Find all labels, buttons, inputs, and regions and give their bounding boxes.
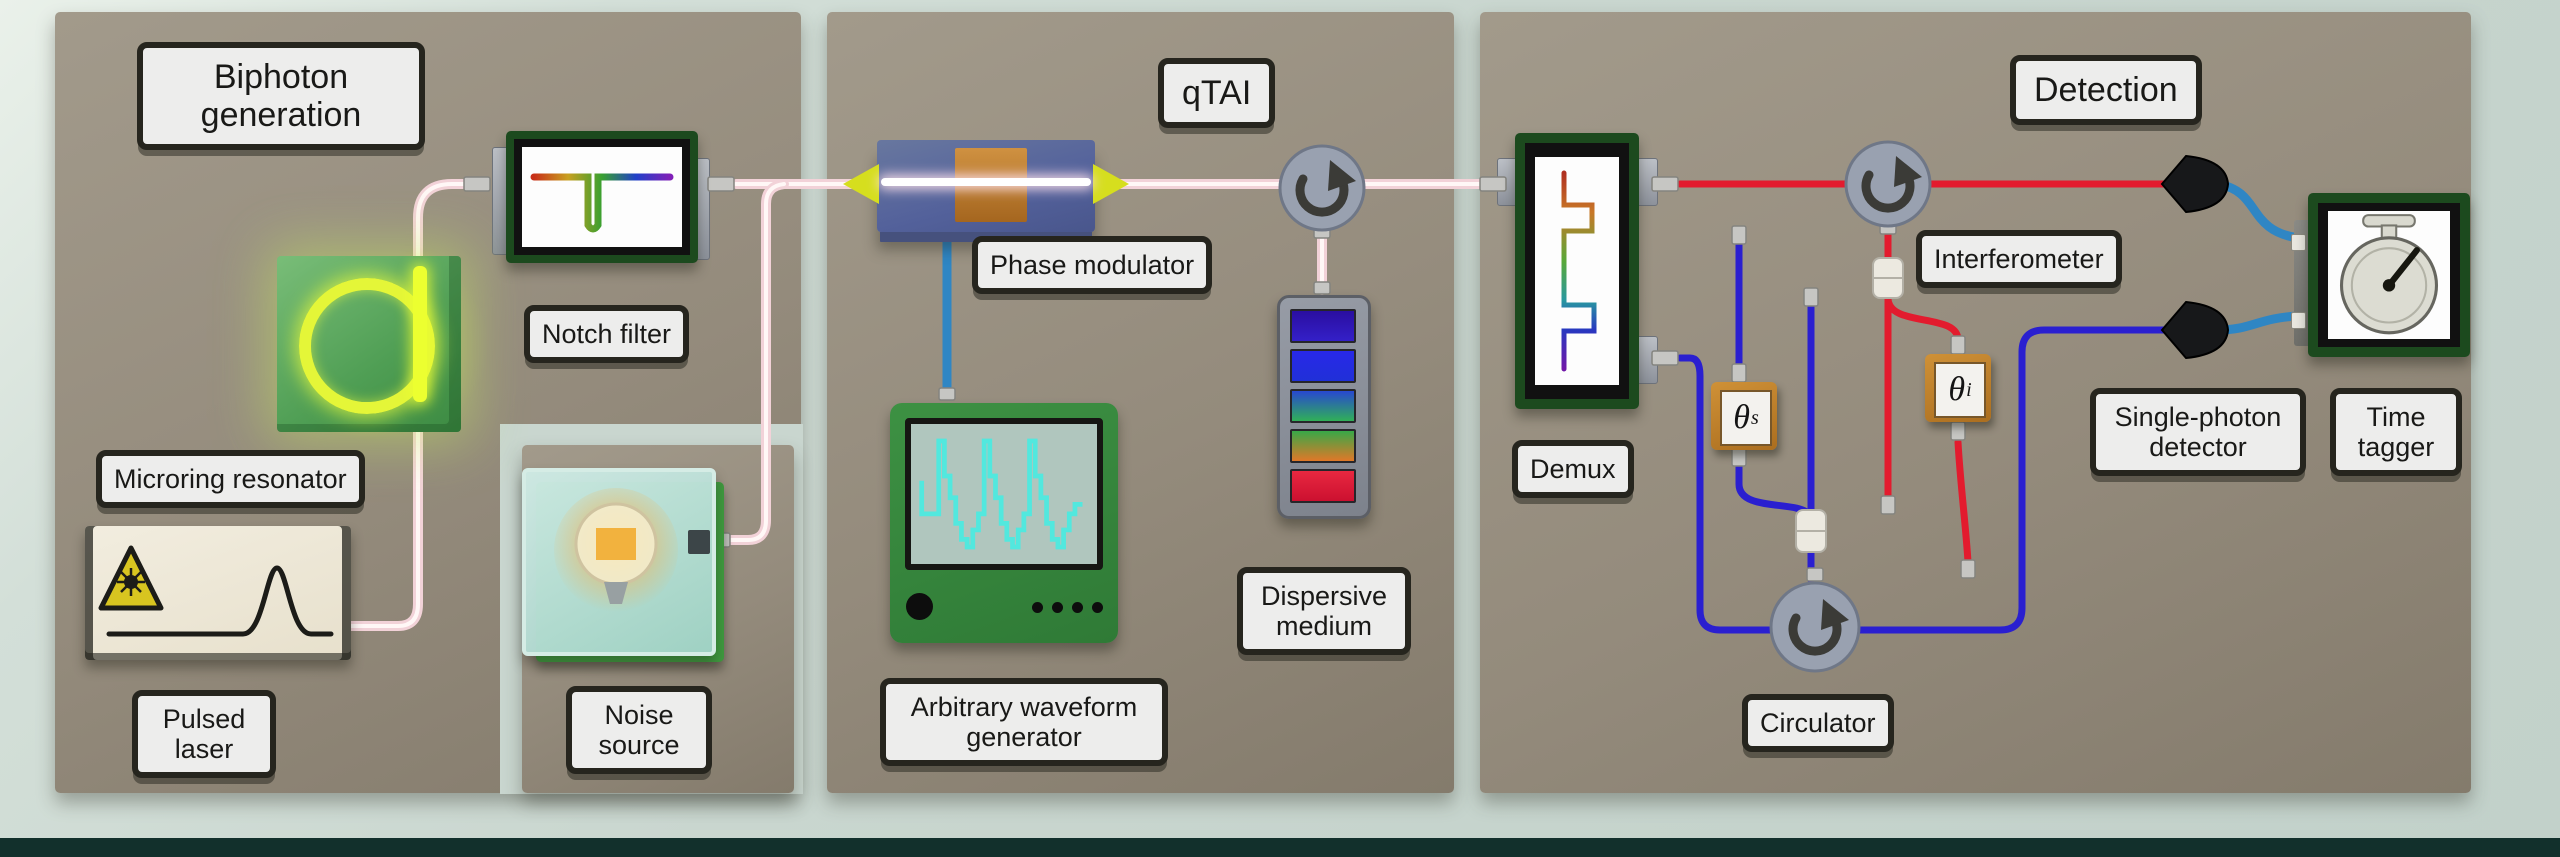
demux-spectrum-icon [1561, 170, 1597, 372]
label-microring-resonator: Microring resonator [96, 450, 365, 509]
circulator-interferometer [1844, 140, 1932, 228]
light-bulb-icon [554, 488, 678, 612]
theta-s-subscript: s [1750, 406, 1759, 429]
circulator-qtai [1278, 144, 1366, 232]
section-title-qtai: qTAI [1158, 58, 1276, 129]
circulator-detection [1769, 581, 1861, 673]
section-title-biphoton: Biphoton generation [137, 42, 425, 151]
time-tagger-port-bottom [2291, 312, 2306, 329]
demux-screen [1535, 157, 1619, 385]
label-demux: Demux [1512, 440, 1634, 499]
dispersive-segments [1290, 309, 1356, 503]
awg-screen [905, 418, 1103, 570]
label-phase-modulator: Phase modulator [972, 236, 1213, 295]
label-noise-source: Noise source [566, 686, 712, 775]
label-pulsed-laser: Pulsed laser [132, 690, 276, 779]
dispersive-segment-blue [1290, 349, 1356, 383]
pulse-trace-icon [106, 565, 334, 637]
awg-knob [906, 593, 933, 620]
noise-source-port [688, 530, 710, 554]
demux [1515, 133, 1639, 409]
fiber-splices [1795, 257, 1904, 553]
phase-modulator-waveguide [881, 178, 1091, 186]
dispersive-segment-blue-green [1290, 389, 1356, 423]
label-single-photon-detector: Single-photon detector [2090, 388, 2306, 477]
single-photon-detector-top [2160, 154, 2230, 214]
label-circulator: Circulator [1742, 694, 1894, 753]
noise-source [522, 468, 716, 656]
dispersive-segment-indigo [1290, 309, 1356, 343]
label-interferometer: Interferometer [1916, 230, 2122, 289]
noise-source-fiber [725, 179, 789, 545]
dispersive-medium [1277, 295, 1371, 519]
bus-waveguide-icon [413, 266, 427, 402]
section-title-detection: Detection [2010, 55, 2202, 126]
stopwatch-icon [2339, 214, 2439, 335]
theta-s-symbol: θ [1733, 399, 1750, 436]
theta-i-subscript: i [1966, 378, 1972, 401]
pulsed-laser [85, 526, 351, 660]
notch-filter [506, 131, 698, 263]
label-awg: Arbitrary waveform generator [880, 678, 1168, 767]
time-tagger-face [2328, 211, 2450, 339]
label-dispersive-medium: Dispersive medium [1237, 567, 1411, 656]
label-notch-filter: Notch filter [524, 305, 690, 364]
dispersive-segment-green-orange [1290, 429, 1356, 463]
dispersive-segment-red [1290, 469, 1356, 503]
time-tagger [2308, 193, 2470, 357]
microring-resonator [277, 256, 461, 432]
arbitrary-waveform-generator [890, 403, 1118, 643]
laser-faceplate [98, 545, 334, 637]
theta-i-symbol: θ [1948, 371, 1966, 408]
phase-modulator [843, 140, 1129, 232]
awg-waveform-icon [919, 438, 1083, 550]
single-photon-detector-bottom [2160, 300, 2230, 360]
base-front-edge [0, 838, 2560, 857]
time-tagger-port-top [2291, 234, 2306, 251]
notch-spectrum-icon [530, 173, 674, 233]
label-time-tagger: Time tagger [2330, 388, 2462, 477]
awg-buttons [1032, 602, 1103, 613]
notch-filter-screen [522, 147, 682, 247]
